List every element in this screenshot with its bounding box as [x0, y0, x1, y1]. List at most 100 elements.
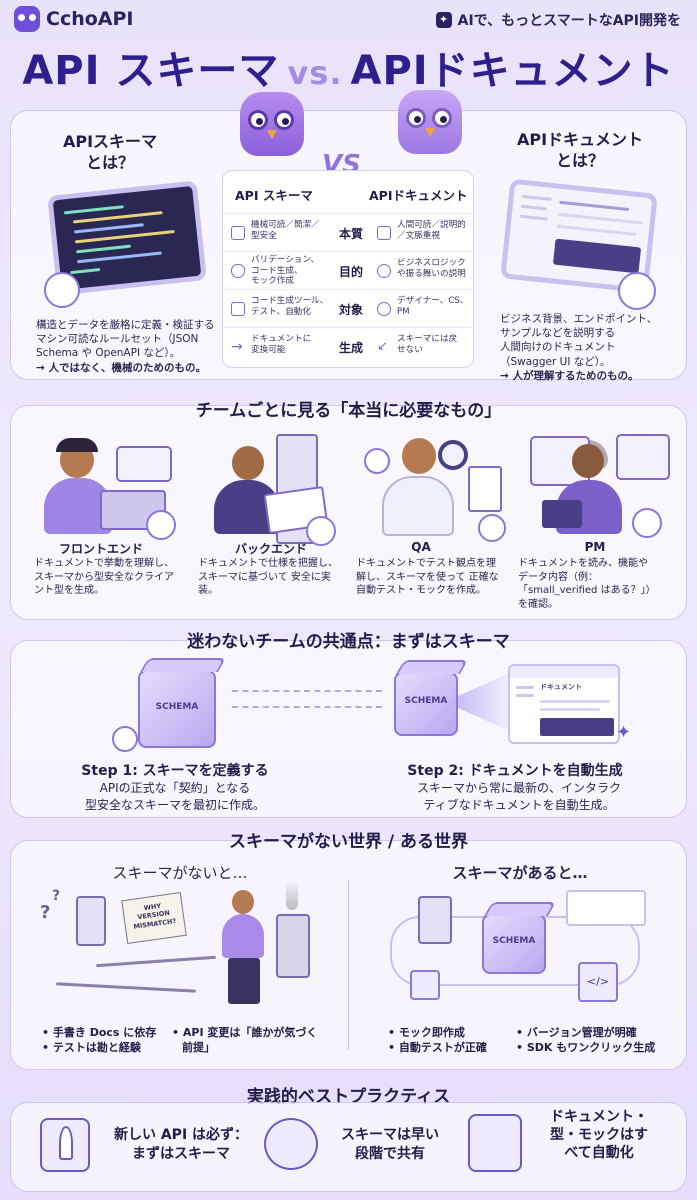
row-label: 本質	[338, 227, 363, 241]
document-icon	[377, 226, 391, 240]
without-bullet: • API 変更は「誰かが気づく 前提」	[172, 1026, 318, 1054]
rocket-icon	[40, 1118, 90, 1172]
row-label: 対象	[338, 303, 363, 317]
presentation-icon	[632, 508, 662, 538]
database-icon	[306, 516, 336, 546]
lightbulb-icon	[377, 264, 391, 278]
schema-cube-1: SCHEMA	[138, 658, 227, 748]
team-name-frontend: フロントエンド	[58, 542, 143, 556]
without-schema-title: スキーマがないと…	[112, 864, 248, 882]
schema-cube-3: SCHEMA	[482, 902, 557, 974]
practices-card	[10, 1102, 687, 1192]
step2-desc: スキーマから常に最新の、インタラク ティブなドキュメントを自動生成。	[416, 781, 621, 812]
table-head-doc: APIドキュメント	[369, 188, 468, 203]
table-row: バリデーション、 コード生成、 モック作成 目的 ビジネスロジック や振る舞いの…	[223, 251, 475, 289]
team-desc-backend: ドキュメントで仕様を把握し、 スキーマに基づいて 安全に実 装。	[198, 558, 338, 596]
cube-label: SCHEMA	[492, 936, 536, 946]
person-icon	[377, 302, 391, 316]
title-left: API スキーマ	[22, 48, 280, 94]
row-left: バリデーション、 コード生成、 モック作成	[251, 255, 320, 287]
robot-icon	[231, 302, 245, 316]
table-head-schema: API スキーマ	[235, 188, 313, 203]
row-left: ドキュメントに 変換可能	[251, 334, 312, 355]
table-row: → ドキュメントに 変換可能 生成 ↙ スキーマには戻 せない	[223, 327, 475, 365]
bug-icon	[364, 448, 390, 474]
row-right: 人間可読／説明的 ／文脈重視	[397, 220, 466, 241]
tagline-text: AIで、もっとスマートなAPI開発を	[457, 13, 681, 29]
row-label: 目的	[338, 265, 363, 279]
team-name-backend: バックエンド	[234, 542, 307, 556]
brand-name: CchoAPI	[46, 8, 134, 30]
book-icon	[618, 272, 656, 310]
tagline: ✦ AIで、もっとスマートなAPI開発を	[435, 10, 681, 30]
without-bullet: • 手書き Docs に依存	[42, 1026, 157, 1039]
sparkle-icon: ✦	[435, 12, 452, 28]
doc-description: ビジネス背景、エンドポイント、 サンプルなどを説明する 人間向けのドキュメント …	[500, 312, 680, 383]
no-return-icon: ↙	[377, 339, 388, 354]
step2-title: Step 2: ドキュメントを自動生成	[407, 763, 623, 779]
pencil-icon	[112, 726, 138, 752]
schema-title: APIスキーマ とは？	[62, 132, 158, 172]
schema-description: 構造とデータを厳格に定義・検証する マシン可読なルールセット（JSON Sche…	[36, 318, 226, 375]
with-bullet: • モック即作成	[388, 1026, 465, 1039]
practice-1: 新しい API は必ず： まずはスキーマ	[113, 1127, 249, 1162]
qa-illustration	[360, 430, 510, 560]
team-share-icon	[264, 1118, 318, 1170]
magnifier-icon	[438, 440, 468, 470]
owl-right-icon	[398, 90, 462, 154]
magic-wand-icon: ✦	[616, 722, 632, 743]
table-row: コード生成ツール、 テスト、自動化 対象 デザイナー、CS、 PM	[223, 289, 475, 327]
team-desc-qa: ドキュメントでテスト観点を理 解し、スキーマを使って 正確な 自動テスト・モック…	[356, 558, 499, 596]
team-desc-pm: ドキュメントを読み、機能や データ内容（例： 「small_verified は…	[518, 558, 656, 610]
flow-connector	[232, 706, 382, 708]
schema-desc-text: 構造とデータを厳格に定義・検証する マシン可読なルールセット（JSON Sche…	[36, 319, 215, 360]
row-left: コード生成ツール、 テスト、自動化	[251, 296, 329, 317]
owl-logo-icon	[14, 6, 40, 32]
pm-illustration	[522, 430, 672, 560]
chaos-illustration: ? ? WHY VERSION MISMATCH?	[36, 880, 336, 1016]
inspect-icon	[478, 514, 506, 542]
shield-icon	[231, 264, 245, 278]
frontend-illustration	[26, 430, 176, 560]
code-badge-icon	[146, 510, 176, 540]
doc-desc-text: ビジネス背景、エンドポイント、 サンプルなどを説明する 人間向けのドキュメント …	[500, 313, 658, 368]
comparison-table: API スキーマ APIドキュメント 機械可読／簡潔／ 型安全 本質 人間可読／…	[222, 170, 475, 368]
title-right: APIドキュメント	[350, 48, 675, 94]
title-vs: vs.	[287, 54, 343, 92]
common-title: 迷わないチームの共通点：まずはスキーマ	[187, 632, 510, 652]
generated-doc-window: ドキュメント	[508, 664, 620, 744]
row-label: 生成	[338, 341, 363, 355]
doc-window-title: ドキュメント	[540, 683, 582, 691]
row-right: デザイナー、CS、 PM	[397, 296, 469, 317]
mismatch-sign: WHY VERSION MISMATCH?	[121, 892, 187, 944]
brand-logo: CchoAPI	[14, 6, 134, 32]
sdk-package-icon: </>	[578, 962, 618, 1002]
row-right: スキーマには戻 せない	[397, 334, 458, 355]
practice-3: ドキュメント・ 型・モックはす べて自動化	[550, 1109, 648, 1162]
backend-illustration	[196, 430, 346, 560]
with-bullet: • SDK もワンクリック生成	[516, 1040, 656, 1054]
without-bullets-right: • API 変更は「誰かが気づく 前提」	[172, 1026, 342, 1056]
with-bullets-left: • モック即作成 • 自動テストが正確	[388, 1026, 518, 1056]
with-bullets-right: • バージョン管理が明確 • SDK もワンクリック生成	[516, 1026, 686, 1056]
with-bullet: • 自動テストが正確	[388, 1040, 487, 1054]
schema-desc-note: → 人ではなく、機械のためのもの。	[36, 361, 206, 374]
row-right: ビジネスロジック や振る舞いの説明	[397, 258, 466, 279]
without-bullet: • テストは勘と経験	[42, 1040, 141, 1054]
cube-label: SCHEMA	[155, 702, 199, 712]
with-schema-title: スキーマがあると…	[452, 864, 588, 882]
teams-title: チームごとに見る「本当に必要なもの」	[195, 401, 502, 421]
team-name-pm: PM	[584, 540, 606, 554]
doc-title: APIドキュメント とは？	[516, 130, 644, 170]
row-left: 機械可読／簡潔／ 型安全	[251, 220, 320, 241]
step1-desc: APIの正式な「契約」となる 型安全なスキーマを最初に作成。	[84, 781, 265, 812]
lock-icon	[231, 226, 245, 240]
arrow-right-icon: →	[231, 339, 243, 355]
without-bullets-left: • 手書き Docs に依存 • テストは勘と経験	[42, 1026, 202, 1056]
robot-arm-icon	[468, 1114, 522, 1172]
team-name-qa: QA	[411, 540, 431, 554]
schema-cube-2: SCHEMA	[394, 660, 469, 736]
worlds-title: スキーマがない世界 / ある世界	[228, 832, 469, 852]
step1-title: Step 1: スキーマを定義する	[81, 763, 269, 779]
practice-2: スキーマは早い 段階で共有	[341, 1127, 439, 1162]
